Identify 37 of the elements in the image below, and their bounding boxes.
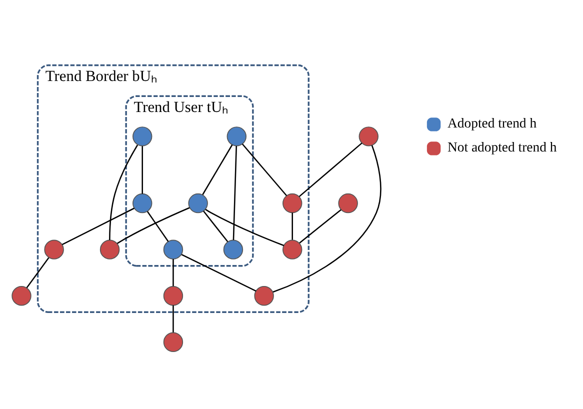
connector (181, 253, 256, 292)
connector (109, 144, 138, 240)
node-circle (132, 192, 152, 213)
connector (292, 212, 293, 240)
node-circle (12, 286, 32, 306)
connector (205, 208, 284, 246)
node-circle (163, 286, 184, 306)
node-circle (358, 126, 378, 146)
node-circle (100, 239, 120, 259)
legend-label: Not adopted trend h (448, 139, 557, 154)
node-circle (188, 192, 208, 213)
cluster: Trend User tUₕ (125, 94, 254, 266)
connector (142, 146, 143, 194)
node-circle (338, 192, 358, 213)
node-circle (163, 239, 184, 259)
node-circle (132, 126, 152, 146)
connector (202, 144, 233, 194)
node-circle (282, 239, 302, 259)
node-circle (282, 192, 302, 213)
connector (172, 304, 174, 332)
connector (272, 144, 382, 292)
connector (62, 207, 134, 245)
legend-label: Adopted trend h (448, 115, 537, 130)
node-circle (226, 126, 246, 146)
connector (299, 208, 342, 243)
connector (172, 258, 174, 286)
node-circle (44, 239, 64, 259)
connector (203, 210, 228, 242)
connector (146, 210, 169, 242)
connector (26, 256, 50, 288)
connector (242, 143, 288, 196)
node-circle (254, 286, 274, 306)
connector (232, 146, 238, 240)
node-circle (163, 332, 184, 352)
connector (298, 142, 362, 197)
connector (116, 206, 190, 244)
node-circle (223, 239, 244, 259)
